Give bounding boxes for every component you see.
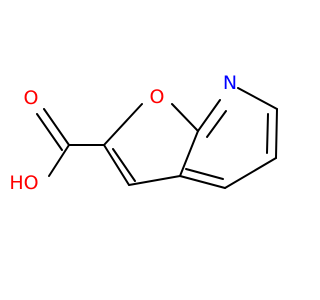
bond-pyridine-c7a-n [197, 99, 221, 132]
bond-furan-c3-c3a [128, 175, 181, 186]
bond-pyridine-c7a-n-double [206, 110, 227, 138]
bond-furan-o-c7a [171, 103, 199, 132]
atom-label-ring-oxygen: O [150, 86, 165, 108]
bond-furan-c2-c3 [103, 144, 130, 186]
bond-pyridine-n-c6 [237, 87, 278, 110]
bond-pyridine-c5-c4 [224, 157, 277, 189]
bond-pyridine-c4-c3a-double [185, 168, 224, 180]
atom-label-hydroxyl: HO [9, 172, 38, 194]
bond-pyridine-c6-c5 [275, 108, 278, 159]
bond-furan-c2-c3-double [112, 148, 136, 182]
bond-carboxyl-hydroxyl [48, 144, 70, 177]
bond-furan-c2-o [103, 103, 143, 146]
bond-pyridine-c5-c5-double [266, 113, 269, 154]
molecule-structure: O HO O N [9, 72, 278, 194]
bond-pyridine-c7a-c3a [179, 130, 199, 177]
atom-label-ring-nitrogen: N [223, 72, 237, 94]
bond-carbonyl-double-a [43, 108, 70, 146]
atom-label-carbonyl-oxygen: O [24, 87, 39, 109]
bond-carbonyl-double-b [36, 113, 63, 151]
bond-pyridine-c4-c3a [179, 175, 226, 189]
